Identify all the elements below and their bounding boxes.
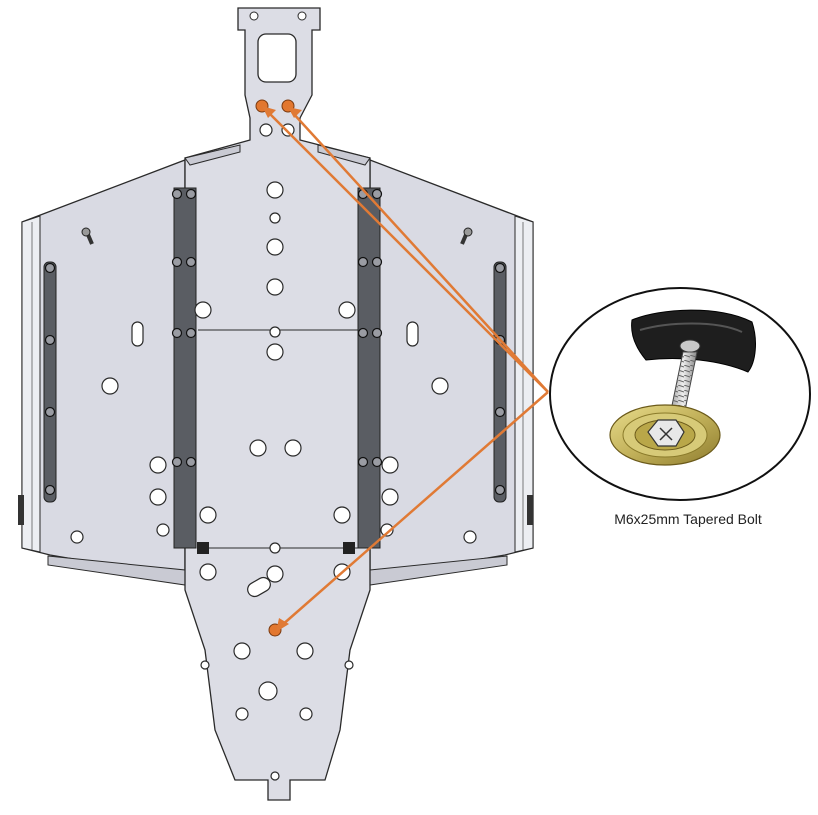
mounting-hole	[156, 523, 170, 537]
rail-bolt	[171, 456, 183, 468]
rail-bolt	[185, 256, 197, 268]
mounting-hole	[199, 563, 217, 581]
mounting-hole	[266, 343, 284, 361]
mounting-hole	[463, 530, 477, 544]
mounting-hole	[149, 488, 167, 506]
rail-bolt	[357, 456, 369, 468]
rail-bolt	[185, 456, 197, 468]
callout-label: M6x25mm Tapered Bolt	[614, 511, 762, 527]
bolt-callout	[549, 287, 811, 501]
rail-bolt	[44, 484, 56, 496]
mounting-hole	[281, 123, 295, 137]
leader-lines	[262, 106, 549, 632]
left-wing-panel	[18, 159, 186, 586]
left-outer-rail	[43, 261, 57, 503]
mounting-hole	[270, 771, 280, 781]
mounting-hole	[296, 642, 314, 660]
slot-holes	[131, 321, 419, 598]
rail-bolt	[494, 406, 506, 418]
rail-bolt	[171, 327, 183, 339]
rail-bolt	[185, 327, 197, 339]
mounting-hole	[149, 456, 167, 474]
mounting-hole	[338, 301, 356, 319]
left-inner-rail	[173, 187, 197, 549]
mounting-hole	[333, 506, 351, 524]
rail-bolt	[185, 188, 197, 200]
center-plate	[184, 7, 371, 801]
mounting-hole	[266, 278, 284, 296]
mounting-hole	[233, 642, 251, 660]
mounting-hole	[266, 565, 284, 583]
rail-bolt	[357, 256, 369, 268]
mounting-hole	[258, 681, 278, 701]
rail-bolt	[494, 484, 506, 496]
rod-end-fittings	[81, 227, 473, 245]
right-inner-rail	[357, 187, 381, 549]
mounting-hole	[380, 523, 394, 537]
mounting-hole	[284, 439, 302, 457]
rail-bolt	[494, 262, 506, 274]
corner-clips	[197, 542, 355, 554]
mounting-hole	[194, 301, 212, 319]
mounting-hole	[101, 377, 119, 395]
mounting-holes	[70, 123, 477, 781]
mounting-hole	[70, 530, 84, 544]
right-outer-rail	[493, 261, 507, 503]
mounting-hole	[299, 707, 313, 721]
mounting-hole	[199, 506, 217, 524]
mounting-hole	[269, 542, 281, 554]
mounting-hole	[200, 660, 210, 670]
mounting-hole	[266, 181, 284, 199]
rail-bolt	[171, 188, 183, 200]
mounting-hole	[381, 488, 399, 506]
rail-bolt	[371, 327, 383, 339]
rail-bolt	[44, 334, 56, 346]
mounting-hole	[269, 212, 281, 224]
mounting-hole	[249, 439, 267, 457]
rail-bolt	[44, 406, 56, 418]
rail-bolts	[44, 188, 506, 496]
rail-bolt	[357, 327, 369, 339]
mounting-hole	[431, 377, 449, 395]
mounting-hole	[381, 456, 399, 474]
mounting-hole	[259, 123, 273, 137]
right-wing-panel	[369, 159, 534, 586]
rail-bolt	[371, 256, 383, 268]
rail-bolt	[371, 188, 383, 200]
rail-bolt	[171, 256, 183, 268]
mounting-hole	[235, 707, 249, 721]
mounting-hole	[344, 660, 354, 670]
mounting-hole	[266, 238, 284, 256]
rail-bolt	[44, 262, 56, 274]
tapered-bolt-icon	[609, 309, 756, 466]
mounting-hole	[269, 326, 281, 338]
rail-bolt	[371, 456, 383, 468]
